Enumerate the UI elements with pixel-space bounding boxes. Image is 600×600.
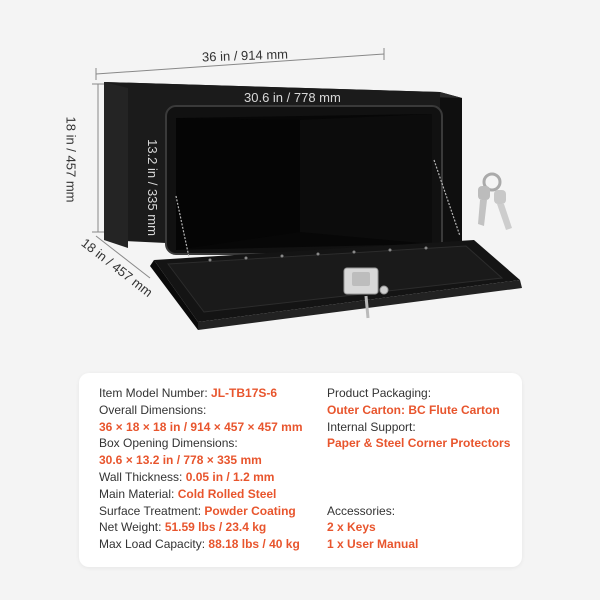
width-dimension-line — [95, 48, 385, 80]
opening-width-label: 30.6 in / 778 mm — [244, 90, 341, 105]
spec-card: Item Model Number: JL-TB17S-6 Overall Di… — [79, 373, 522, 567]
spec-row-surface: Surface Treatment: Powder Coating — [99, 503, 296, 518]
packaging-value: Outer Carton: BC Flute Carton — [327, 402, 500, 417]
accessories-label: Accessories: — [327, 503, 396, 518]
latch — [343, 267, 389, 319]
height-label: 18 in / 457 mm — [63, 116, 79, 203]
open-door — [150, 240, 522, 330]
accessory-manual: 1 x User Manual — [327, 537, 419, 552]
box-body — [104, 82, 462, 268]
spec-row-overall-value: 36 × 18 × 18 in / 914 × 457 × 457 mm — [99, 419, 303, 434]
spec-row-opening-label: Box Opening Dimensions: — [99, 436, 238, 451]
opening-height-label: 13.2 in / 335 mm — [144, 139, 160, 236]
depth-dimension-line — [95, 235, 151, 279]
spacer — [327, 452, 510, 469]
keys-icon — [478, 172, 512, 230]
spec-list-right: Product Packaging: Outer Carton: BC Flut… — [327, 385, 510, 553]
support-value: Paper & Steel Corner Protectors — [327, 436, 511, 451]
accessory-keys: 2 x Keys — [327, 520, 376, 535]
spec-row-wall-thickness: Wall Thickness: 0.05 in / 1.2 mm — [99, 469, 275, 484]
spacer — [327, 486, 510, 503]
spec-row-overall-label: Overall Dimensions: — [99, 402, 207, 417]
support-label: Internal Support: — [327, 419, 416, 434]
spec-row-opening-value: 30.6 × 13.2 in / 778 × 335 mm — [99, 453, 262, 468]
height-dimension-line — [92, 83, 104, 233]
spec-row-weight: Net Weight: 51.59 lbs / 23.4 kg — [99, 520, 267, 535]
spec-list-left: Item Model Number: JL-TB17S-6 Overall Di… — [99, 385, 302, 553]
spacer — [327, 469, 510, 486]
spec-row-material: Main Material: Cold Rolled Steel — [99, 486, 277, 501]
door-chains — [175, 159, 461, 263]
spec-row-model: Item Model Number: JL-TB17S-6 — [99, 386, 278, 400]
spec-row-load: Max Load Capacity: 88.18 lbs / 40 kg — [99, 537, 300, 552]
packaging-label: Product Packaging: — [327, 386, 432, 400]
tool-box-image — [92, 48, 522, 330]
overall-width-label: 36 in / 914 mm — [201, 46, 289, 65]
